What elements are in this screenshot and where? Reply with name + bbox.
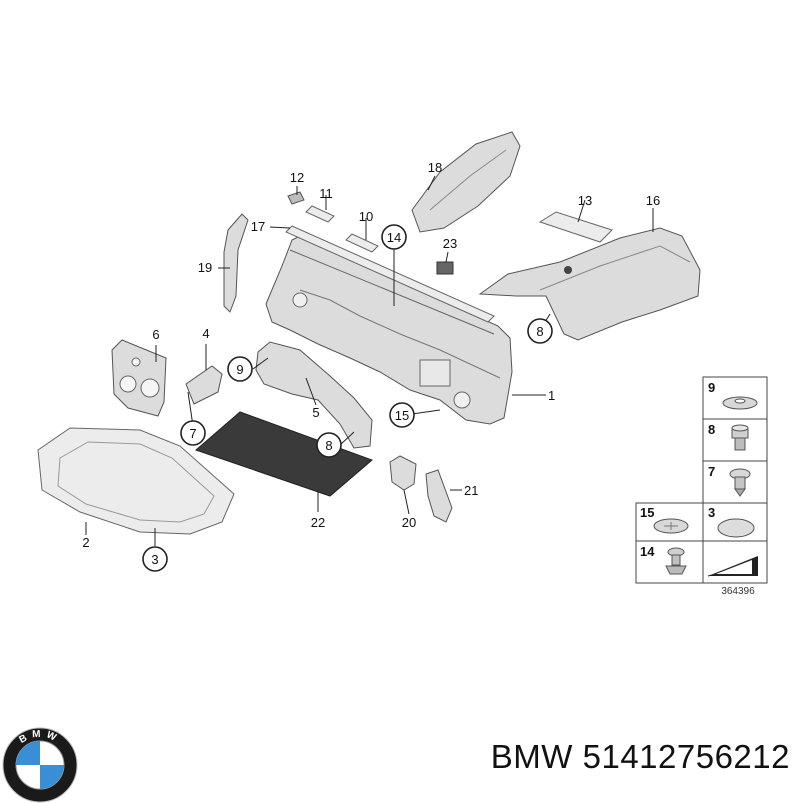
part-6-hole-c [131, 357, 141, 367]
callout-2: 2 [82, 535, 89, 550]
part-11-strip [305, 205, 335, 223]
callout-21: 21 [464, 483, 478, 498]
callout-8a: 8 [536, 324, 543, 339]
part-22-mat [195, 411, 373, 497]
legend-label-8: 8 [708, 422, 715, 437]
part-12-pad [287, 191, 305, 205]
clip-9-icon [722, 396, 758, 410]
part-number: 51412756212 [582, 738, 790, 775]
callout-5: 5 [312, 405, 319, 420]
legend-cell-14 [635, 540, 704, 584]
callout-13: 13 [578, 193, 592, 208]
part-16-hole [564, 266, 572, 274]
callout-3-ring [142, 546, 168, 572]
legend-label-7: 7 [708, 464, 715, 479]
part-1-top-edge [289, 249, 495, 335]
callout-12: 12 [290, 170, 304, 185]
callout-9: 9 [236, 362, 243, 377]
wedge-icon [707, 556, 758, 577]
callout-8b: 8 [325, 438, 332, 453]
part-21-bracket [425, 469, 453, 523]
part-5-insulation [255, 341, 373, 449]
part-18-insulation [411, 131, 521, 233]
part-1-panel [419, 359, 451, 387]
callout-20: 20 [402, 515, 416, 530]
nut-8-icon [731, 424, 749, 451]
part-16-detail [539, 245, 691, 291]
callout-9-ring [227, 356, 253, 382]
brand-name: BMW [490, 738, 573, 775]
part-4-bracket [185, 365, 223, 405]
callout-8a-ring [527, 318, 553, 344]
bmw-logo: BMW [2, 727, 78, 803]
part-19-trim [223, 213, 249, 313]
callout-11: 11 [319, 186, 333, 201]
rivet-7-icon [729, 468, 751, 497]
part-16-insulation [478, 227, 701, 341]
part-caption: BMW 51412756212 [410, 738, 790, 776]
part-1-hole-a [292, 292, 308, 308]
callout-4: 4 [202, 326, 209, 341]
part-20-bracket [389, 455, 417, 491]
callout-3: 3 [151, 552, 158, 567]
fastener-legend: 9 8 7 15 3 14 [635, 376, 768, 597]
legend-label-15: 15 [640, 505, 654, 520]
callout-10: 10 [359, 209, 373, 224]
callout-14: 14 [387, 230, 401, 245]
cap-15-icon [653, 518, 689, 534]
screw-14-icon [665, 547, 687, 575]
legend-label-14: 14 [640, 544, 655, 559]
legend-label-9: 9 [708, 380, 715, 395]
callout-23: 23 [443, 236, 457, 251]
drawing-code: 364396 [721, 586, 755, 597]
callout-22: 22 [311, 515, 325, 530]
callout-15-ring [389, 402, 415, 428]
callout-16: 16 [646, 193, 660, 208]
part-18-detail [429, 149, 507, 211]
plug-3-icon [717, 518, 755, 538]
part-10-strip [345, 233, 379, 253]
callout-6: 6 [152, 327, 159, 342]
callout-7: 7 [189, 426, 196, 441]
part-2-shield [37, 427, 235, 535]
legend-label-3: 3 [708, 505, 715, 520]
part-6-hole-b [140, 378, 160, 398]
callout-1: 1 [548, 388, 555, 403]
callout-17: 17 [251, 219, 265, 234]
callout-8b-ring [316, 432, 342, 458]
part-1-hole-b [453, 391, 471, 409]
callout-7-ring [180, 420, 206, 446]
part-6-hole-a [119, 375, 137, 393]
callout-18: 18 [428, 160, 442, 175]
part-6-panel [111, 339, 167, 417]
callout-15: 15 [395, 408, 409, 423]
part-1-detail [299, 289, 501, 379]
part-2-inner [57, 441, 215, 523]
callout-14-ring [381, 224, 407, 250]
callout-19: 19 [198, 260, 212, 275]
part-13-plate [538, 211, 613, 243]
part-23-block [436, 261, 454, 275]
